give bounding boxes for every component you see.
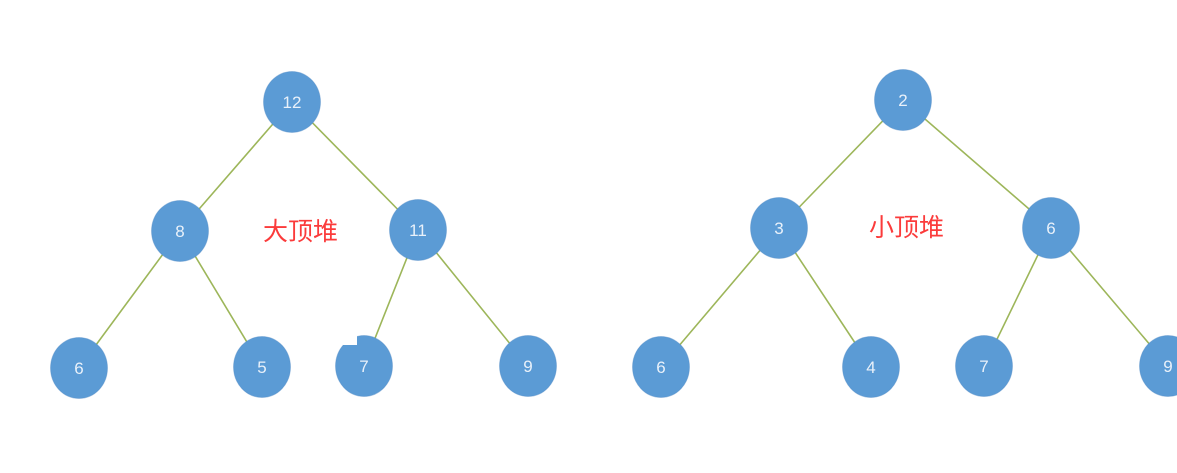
max-heap-edge-n12-n11 (291, 101, 419, 231)
min-heap-edge-m2-m6 (902, 99, 1052, 229)
max-heap-node-n8 (151, 200, 209, 262)
min-heap-node-m9 (1139, 335, 1177, 397)
max-heap-node-n12 (263, 71, 321, 133)
min-heap-node-value-m7: 7 (979, 357, 988, 376)
min-heap-node-value-m3: 3 (774, 219, 783, 238)
white-artifact-patch (343, 333, 357, 345)
min-heap-label: 小顶堆 (869, 214, 945, 242)
min-heap-edge-m3-m6l (660, 227, 780, 368)
min-heap-node-m6l (632, 336, 690, 398)
min-heap-node-m2 (874, 69, 932, 131)
max-heap-node-value-n5: 5 (257, 358, 266, 377)
max-heap-node-value-n9: 9 (523, 357, 532, 376)
max-heap-node-value-n6: 6 (74, 359, 83, 378)
max-heap-node-value-n8: 8 (175, 222, 184, 241)
max-heap-group: 12 8 11 6 5 7 9 (50, 71, 557, 399)
max-heap-node-value-n7: 7 (359, 357, 368, 376)
min-heap-edge-m6-m9 (1050, 227, 1169, 367)
max-heap-node-n11 (389, 199, 447, 261)
min-heap-node-m4 (842, 336, 900, 398)
min-heap-node-value-m9: 9 (1163, 357, 1172, 376)
max-heap-node-n5 (233, 336, 291, 398)
max-heap-node-value-n11: 11 (409, 221, 427, 240)
max-heap-node-n7 (335, 335, 393, 397)
min-heap-node-value-m6l: 6 (656, 358, 665, 377)
min-heap-node-value-m4: 4 (866, 358, 875, 377)
max-heap-node-n9 (499, 335, 557, 397)
min-heap-node-m3 (750, 197, 808, 259)
max-heap-node-n6 (50, 337, 108, 399)
min-heap-group: 2 3 6 6 4 7 9 (632, 69, 1177, 398)
min-heap-node-value-m2: 2 (898, 91, 907, 110)
min-heap-node-m7 (955, 335, 1013, 397)
min-heap-edge-m2-m3 (778, 99, 904, 229)
min-heap-node-value-m6: 6 (1046, 219, 1055, 238)
max-heap-label: 大顶堆 (263, 218, 339, 246)
min-heap-node-m6 (1022, 197, 1080, 259)
max-heap-node-value-n12: 12 (283, 93, 302, 112)
